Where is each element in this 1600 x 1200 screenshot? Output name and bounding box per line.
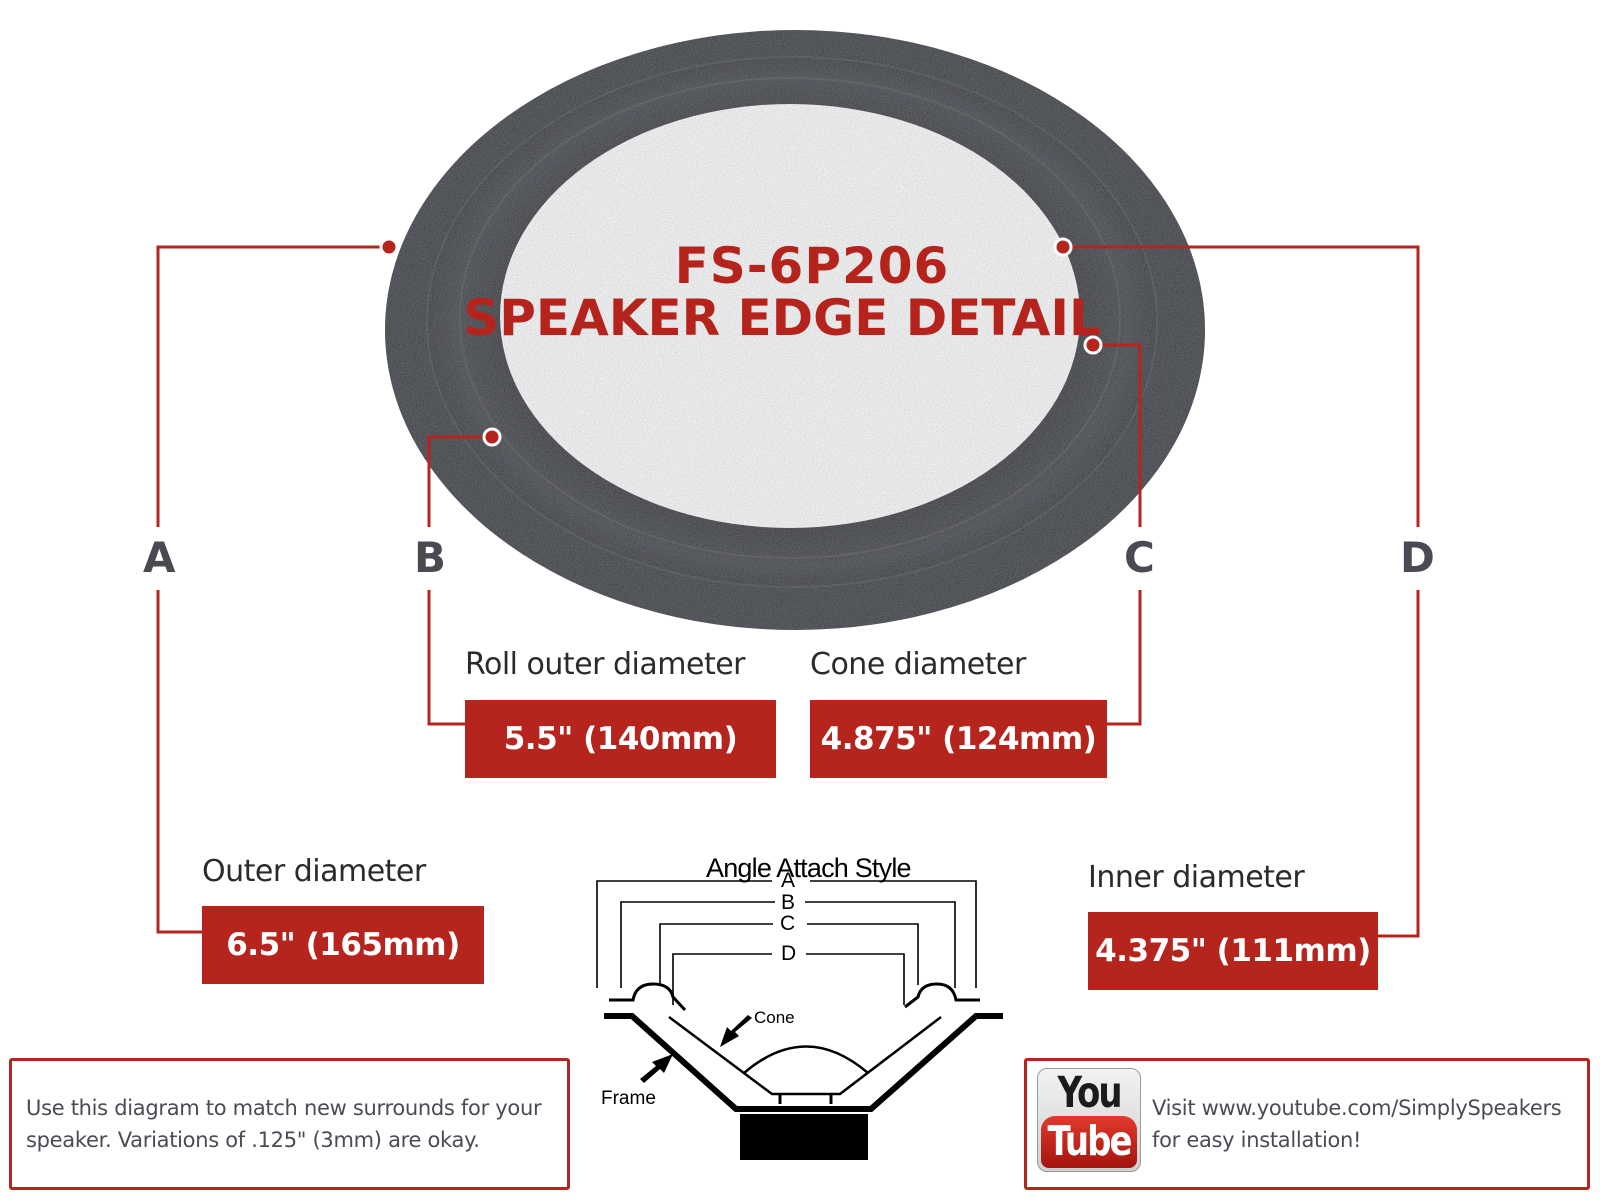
leader-dots [379, 237, 1103, 447]
diagram-arrows [640, 1015, 752, 1083]
youtube-icon-tube-panel: Tube [1041, 1116, 1137, 1168]
youtube-icon-you: You [1057, 1068, 1122, 1118]
matching-note-line2: speaker. Variations of .125" (3mm) are o… [26, 1128, 480, 1152]
value-inner-diameter: 4.375" (111mm) [1088, 912, 1378, 990]
youtube-link-text[interactable]: Visit www.youtube.com/SimplySpeakers [1152, 1096, 1562, 1120]
caption-inner-diameter: Inner diameter [1088, 860, 1305, 895]
dimension-letter-b: B [414, 533, 447, 582]
caption-roll-outer-diameter: Roll outer diameter [465, 647, 746, 682]
youtube-icon[interactable]: You Tube [1037, 1068, 1141, 1172]
value-cone-diameter: 4.875" (124mm) [810, 700, 1107, 778]
diagram-title: Angle Attach Style [706, 853, 912, 883]
caption-outer-diameter: Outer diameter [202, 854, 426, 889]
foam-ring [385, 30, 1205, 630]
diagram-frame-label: Frame [601, 1088, 656, 1109]
diagram-letter-a: A [781, 869, 796, 892]
youtube-install-text: for easy installation! [1152, 1128, 1362, 1152]
matching-note-line1: Use this diagram to match new surrounds … [26, 1096, 542, 1120]
dimension-letter-d: D [1400, 533, 1435, 582]
title-subtitle: SPEAKER EDGE DETAIL [463, 289, 1101, 347]
youtube-icon-tube: Tube [1047, 1118, 1132, 1166]
dimension-letter-a: A [143, 533, 176, 582]
angle-attach-diagram [596, 880, 1003, 1112]
caption-cone-diameter: Cone diameter [810, 647, 1026, 682]
leader-lines [156, 245, 1420, 938]
diagram-cone-label: Cone [754, 1008, 795, 1027]
diagram-letter-c: C [780, 912, 796, 935]
magnet-block [740, 1114, 868, 1160]
dimension-letter-c: C [1124, 533, 1155, 582]
diagram-letter-d: D [781, 942, 797, 965]
value-outer-diameter: 6.5" (165mm) [202, 906, 484, 984]
matching-note-box [9, 1058, 570, 1190]
title-model: FS-6P206 [674, 237, 950, 295]
value-roll-outer-diameter: 5.5" (140mm) [465, 700, 776, 778]
diagram-letter-b: B [781, 891, 796, 914]
